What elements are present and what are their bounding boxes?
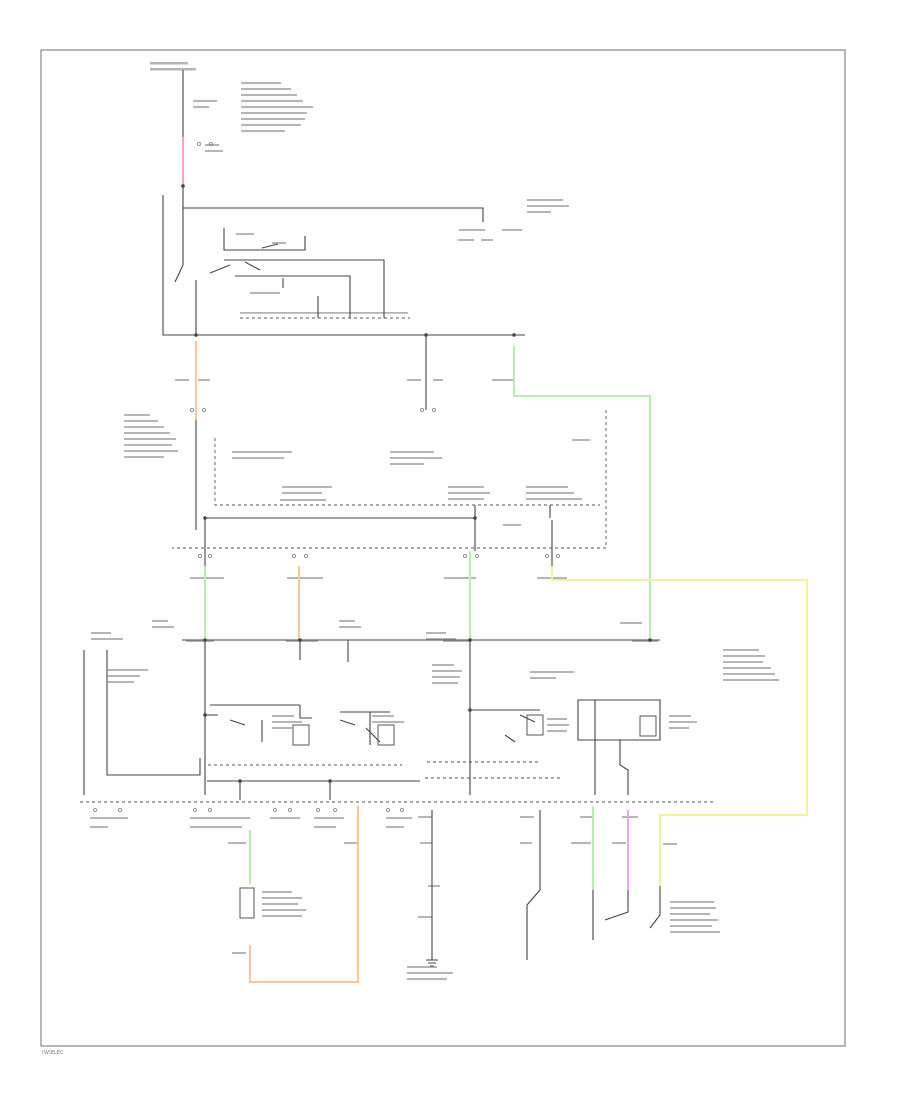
- diagram-frame: [40, 49, 846, 1047]
- connector-dots: [181, 184, 652, 783]
- connector-pins: [93, 142, 560, 812]
- footer-code: (W)ELEC: [42, 1050, 64, 1056]
- component-boxes: [239, 714, 657, 919]
- label-blocks: [90, 62, 779, 980]
- dashed-outlines: [80, 317, 715, 803]
- motor-box: [239, 887, 255, 919]
- black-wires: [83, 70, 661, 960]
- ground-symbol: [426, 959, 438, 967]
- orange-wire-bottom: [249, 806, 359, 983]
- colored-wires: [182, 137, 808, 983]
- yellow-wire: [551, 566, 808, 886]
- green-wire-right: [513, 346, 651, 638]
